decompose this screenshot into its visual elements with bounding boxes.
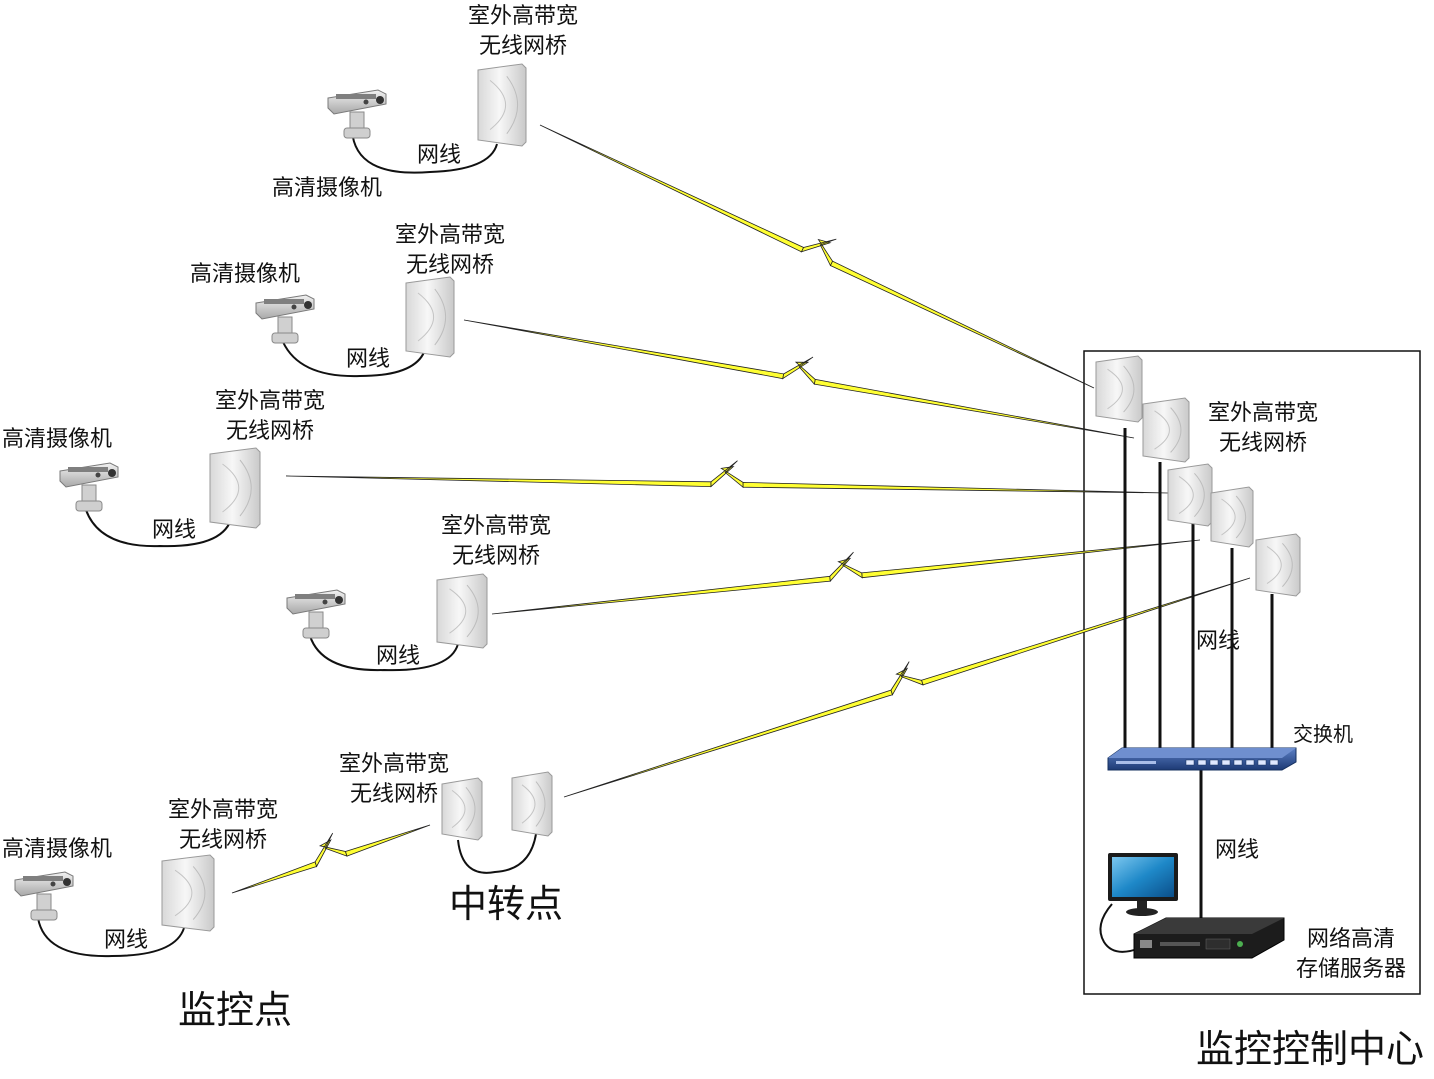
camera-label-5: 高清摄像机 [2, 837, 113, 862]
switch-icon [1107, 747, 1297, 771]
bridge-label-2: 室外高带宽 无线网桥 [377, 221, 523, 281]
link-segment [539, 124, 805, 253]
link-bolt [710, 460, 744, 489]
bridge-antenna-icon [436, 573, 488, 649]
bridge-label-line1: 室外高带宽 [440, 514, 551, 539]
bridge-label-line2: 无线网桥 [405, 253, 494, 278]
camera-icon [255, 294, 315, 344]
control-center-label: 监控控制中心 [1196, 1027, 1425, 1071]
camera-label-3: 高清摄像机 [2, 427, 113, 452]
bridge-antenna-icon [405, 276, 455, 358]
nvr-label-line2: 存储服务器 [1295, 957, 1406, 982]
link-segment [813, 378, 1135, 439]
bridge-label-line2: 无线网桥 [451, 544, 540, 569]
cable-label-4: 网线 [376, 644, 421, 669]
cable-site-3 [85, 509, 233, 548]
bridge-label-1: 室外高带宽 无线网桥 [450, 2, 596, 62]
bridge-label-line2: 无线网桥 [1218, 431, 1307, 456]
camera-icon [59, 462, 119, 512]
monitor-to-nvr-cable [1099, 903, 1141, 953]
cable-site-1 [351, 129, 498, 174]
cable-relay [457, 833, 537, 874]
wireless-link-4 [491, 539, 1201, 615]
bridge-label-line1: 室外高带宽 [394, 223, 505, 248]
link-segment [563, 689, 894, 798]
relay-point-label: 中转点 [449, 882, 564, 926]
link-bolt [890, 661, 924, 696]
bridge-label-relay: 室外高带宽 无线网桥 [321, 750, 467, 810]
bridge-label-line2: 无线网桥 [478, 34, 567, 59]
link-segment [491, 575, 831, 615]
camera-label-2: 高清摄像机 [190, 262, 301, 287]
bridge-label-line1: 室外高带宽 [338, 752, 449, 777]
cable-site-2 [282, 341, 427, 378]
monitor-icon [1108, 853, 1178, 916]
link-segment [231, 861, 318, 894]
cable-site-5 [37, 917, 185, 958]
link-segment [829, 260, 1095, 389]
control-center-frame [1083, 350, 1421, 995]
wireless-link-2 [463, 319, 1135, 439]
bridge-antenna-icon [1095, 355, 1143, 423]
cable-label-2: 网线 [346, 347, 391, 372]
bridge-label-line1: 室外高带宽 [214, 389, 325, 414]
bridge-antenna-icon [1255, 533, 1301, 597]
bridge-label-center: 室外高带宽 无线网桥 [1190, 399, 1336, 459]
wireless-link-3 [285, 460, 1169, 494]
link-segment [742, 481, 1169, 494]
camera-icon [14, 871, 74, 921]
bridge-label-line2: 无线网桥 [178, 828, 267, 853]
wireless-link-1 [539, 124, 1095, 389]
bridge-antenna-icon [1142, 397, 1190, 463]
bridge-label-line1: 室外高带宽 [167, 798, 278, 823]
link-bolt [800, 238, 837, 267]
network-cables [37, 129, 1274, 958]
bridge-antenna-icon [441, 777, 483, 841]
bridge-label-3: 室外高带宽 无线网桥 [197, 387, 343, 447]
link-segment [344, 824, 431, 857]
wireless-link-relay [231, 824, 431, 894]
camera-label-1: 高清摄像机 [272, 176, 383, 201]
bridge-antenna-icon [161, 854, 215, 932]
wireless-link-5 [563, 577, 1251, 798]
bridge-antenna-icon [477, 63, 527, 147]
bridge-antenna-icon [1210, 486, 1254, 548]
bridge-label-line2: 无线网桥 [349, 782, 438, 807]
bridge-label-5: 室外高带宽 无线网桥 [150, 796, 296, 856]
cable-label-center-upper: 网线 [1196, 629, 1241, 654]
cable-label-5: 网线 [104, 928, 149, 953]
link-bolt [314, 832, 348, 868]
devices [14, 63, 1301, 959]
link-bolt [782, 356, 816, 385]
cable-label-center-lower: 网线 [1215, 838, 1260, 863]
nvr-label-line1: 网络高清 [1306, 927, 1395, 952]
link-segment [285, 475, 712, 488]
cable-label-1: 网线 [417, 143, 462, 168]
link-bolt [829, 551, 863, 583]
nvr-label: 网络高清 存储服务器 [1286, 925, 1416, 985]
camera-icon [286, 589, 346, 639]
switch-label: 交换机 [1293, 722, 1353, 746]
bridge-label-line1: 室外高带宽 [467, 4, 578, 29]
wireless-links [231, 124, 1251, 894]
bridge-label-4: 室外高带宽 无线网桥 [423, 512, 569, 572]
cable-site-4 [309, 635, 459, 672]
link-segment [463, 319, 785, 380]
bridge-antenna-icon [511, 771, 553, 837]
monitoring-site-label: 监控点 [178, 988, 293, 1032]
bridge-antenna-icon [1167, 463, 1213, 527]
camera-icon [327, 89, 387, 139]
bridge-antenna-icon [209, 447, 261, 529]
bridge-label-line2: 无线网桥 [225, 419, 314, 444]
link-segment [861, 539, 1201, 579]
bridge-label-line1: 室外高带宽 [1207, 401, 1318, 426]
cable-label-3: 网线 [152, 518, 197, 543]
nvr-icon [1133, 917, 1285, 959]
